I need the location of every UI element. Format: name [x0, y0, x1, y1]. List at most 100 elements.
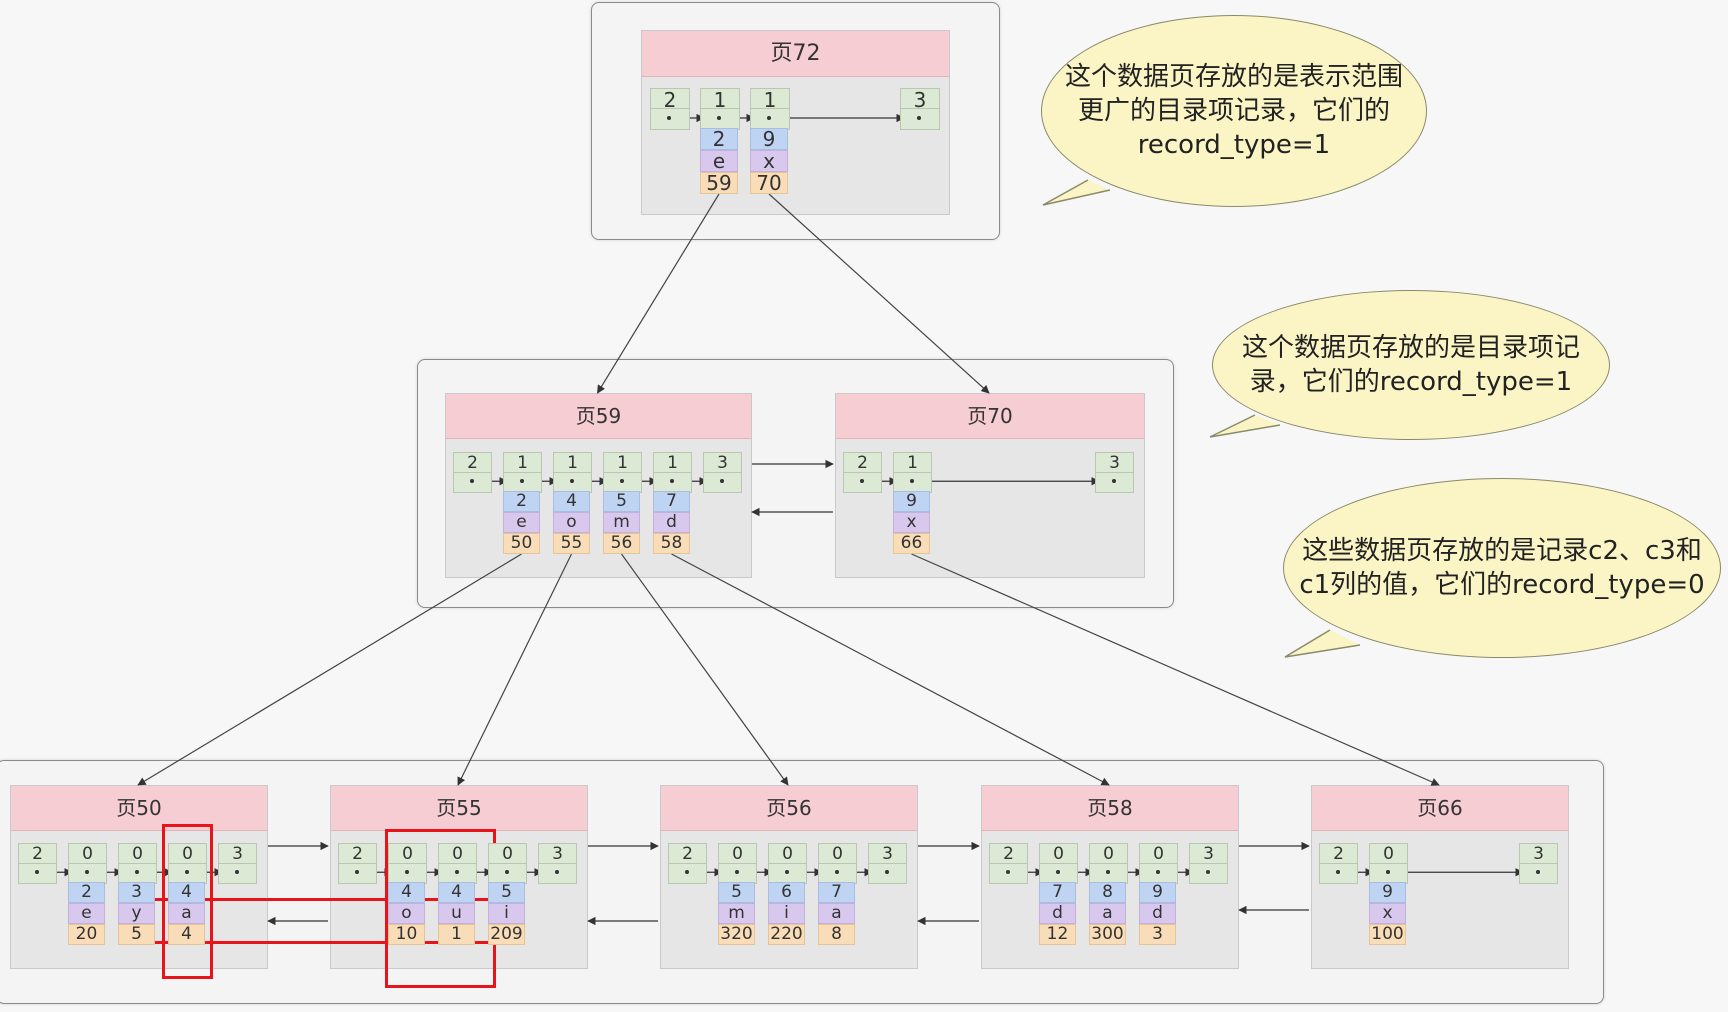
- record-type-label: 2: [1003, 844, 1014, 864]
- record-pointer-value: 300: [1089, 924, 1126, 945]
- record-key-c2: 7: [818, 882, 855, 903]
- next-record-pointer: [489, 862, 526, 884]
- bubble-mid-line-2: 录，它们的record_type=1: [1249, 367, 1573, 397]
- record-pointer-value: 55: [553, 533, 590, 554]
- record-key-c2: 2: [700, 128, 738, 150]
- bubble-mid-line-1: 这个数据页存放的是目录项记: [1241, 332, 1580, 363]
- next-record-pointer: [1320, 862, 1357, 884]
- highlight-box-page50-col3: [162, 824, 213, 979]
- pointer-dot: [134, 870, 139, 875]
- pointer-dot: [767, 116, 771, 120]
- index-page-72: 页72: [641, 30, 950, 215]
- record-type-label: 3: [1203, 844, 1214, 864]
- record-type-label: 0: [402, 844, 413, 864]
- record-header-cell: 0: [388, 843, 427, 884]
- record-pointer-value: 59: [700, 172, 738, 194]
- record-type-label: 2: [1333, 844, 1344, 864]
- record-key-c2: 5: [603, 491, 640, 512]
- pointer-dot: [519, 479, 524, 484]
- record-header-cell: 1: [603, 452, 642, 493]
- bubble-root-line-2: 更广的目录项记录，它们的: [1077, 95, 1390, 126]
- pointer-dot: [1385, 870, 1390, 875]
- record-type-label: 2: [682, 844, 693, 864]
- record-type-label: 0: [732, 844, 743, 864]
- pointer-dot: [834, 870, 839, 875]
- record-header-cell: 2: [668, 843, 707, 884]
- pointer-dot: [734, 870, 739, 875]
- record-header-cell: 0: [1369, 843, 1408, 884]
- record-key-c3: x: [750, 150, 788, 172]
- next-record-pointer: [339, 862, 376, 884]
- record-pointer-value: 320: [718, 924, 755, 945]
- page-title: 页55: [331, 786, 587, 831]
- page-title: 页59: [446, 394, 751, 439]
- next-record-pointer: [604, 471, 641, 493]
- record-key-c3: x: [1369, 903, 1406, 924]
- next-record-pointer: [704, 471, 741, 493]
- pointer-dot: [1105, 870, 1110, 875]
- record-pointer-value: 8: [818, 924, 855, 945]
- pointer-dot: [684, 870, 689, 875]
- record-header-cell: 0: [768, 843, 807, 884]
- record-pointer-value: 209: [488, 924, 525, 945]
- pointer-dot: [1111, 479, 1116, 484]
- record-header-cell: 2: [989, 843, 1028, 884]
- record-key-c2: 5: [718, 882, 755, 903]
- record-type-label: 0: [1103, 844, 1114, 864]
- record-key-c2: 9: [893, 491, 930, 512]
- record-type-label: 0: [132, 844, 143, 864]
- record-pointer-value: 70: [750, 172, 788, 194]
- bubble-leaf-tail: [1284, 629, 1361, 658]
- pointer-dot: [354, 870, 359, 875]
- record-type-label: 0: [1153, 844, 1164, 864]
- pointer-dot: [404, 870, 409, 875]
- record-pointer-value: 5: [118, 924, 155, 945]
- record-type-label: 1: [763, 88, 777, 112]
- record-header-cell: 0: [818, 843, 857, 884]
- record-type-label: 0: [1383, 844, 1394, 864]
- record-key-c3: o: [553, 512, 590, 533]
- next-record-pointer: [1040, 862, 1077, 884]
- record-pointer-value: 220: [768, 924, 805, 945]
- record-key-c3: a: [818, 903, 855, 924]
- next-record-pointer: [19, 862, 56, 884]
- next-record-pointer: [69, 862, 106, 884]
- record-header-cell: 2: [1319, 843, 1358, 884]
- record-pointer-value: 58: [653, 533, 690, 554]
- pointer-dot: [667, 116, 671, 120]
- record-header-cell: 0: [118, 843, 157, 884]
- record-header-cell: 0: [488, 843, 527, 884]
- pointer-dot: [909, 479, 914, 484]
- record-key-c3: d: [1039, 903, 1076, 924]
- record-header-cell: 2: [650, 88, 690, 130]
- record-type-label: 3: [552, 844, 563, 864]
- record-key-c3: d: [653, 512, 690, 533]
- pointer-dot: [1205, 870, 1210, 875]
- record-key-c2: 4: [438, 882, 475, 903]
- record-type-label: 0: [452, 844, 463, 864]
- next-record-pointer: [719, 862, 756, 884]
- record-key-c2: 7: [653, 491, 690, 512]
- next-record-pointer: [701, 108, 739, 129]
- record-type-label: 0: [1053, 844, 1064, 864]
- record-key-c3: e: [68, 903, 105, 924]
- next-record-pointer: [894, 471, 931, 493]
- record-pointer-value: 1: [438, 924, 475, 945]
- record-header-cell: 3: [703, 452, 742, 493]
- record-key-c2: 7: [1039, 882, 1076, 903]
- page-title: 页72: [642, 31, 949, 77]
- record-key-c3: e: [700, 150, 738, 172]
- record-type-label: 0: [82, 844, 93, 864]
- record-header-cell: 3: [1095, 452, 1134, 493]
- record-key-c2: 5: [488, 882, 525, 903]
- record-header-cell: 1: [653, 452, 692, 493]
- record-header-cell: 3: [218, 843, 257, 884]
- record-key-c2: 4: [168, 882, 205, 903]
- record-type-label: 1: [517, 453, 528, 473]
- pointer-dot: [917, 116, 921, 120]
- record-key-c2: 4: [388, 882, 425, 903]
- record-pointer-value: 100: [1369, 924, 1406, 945]
- pointer-dot: [859, 479, 864, 484]
- pointer-dot: [884, 870, 889, 875]
- page-title: 页66: [1312, 786, 1568, 831]
